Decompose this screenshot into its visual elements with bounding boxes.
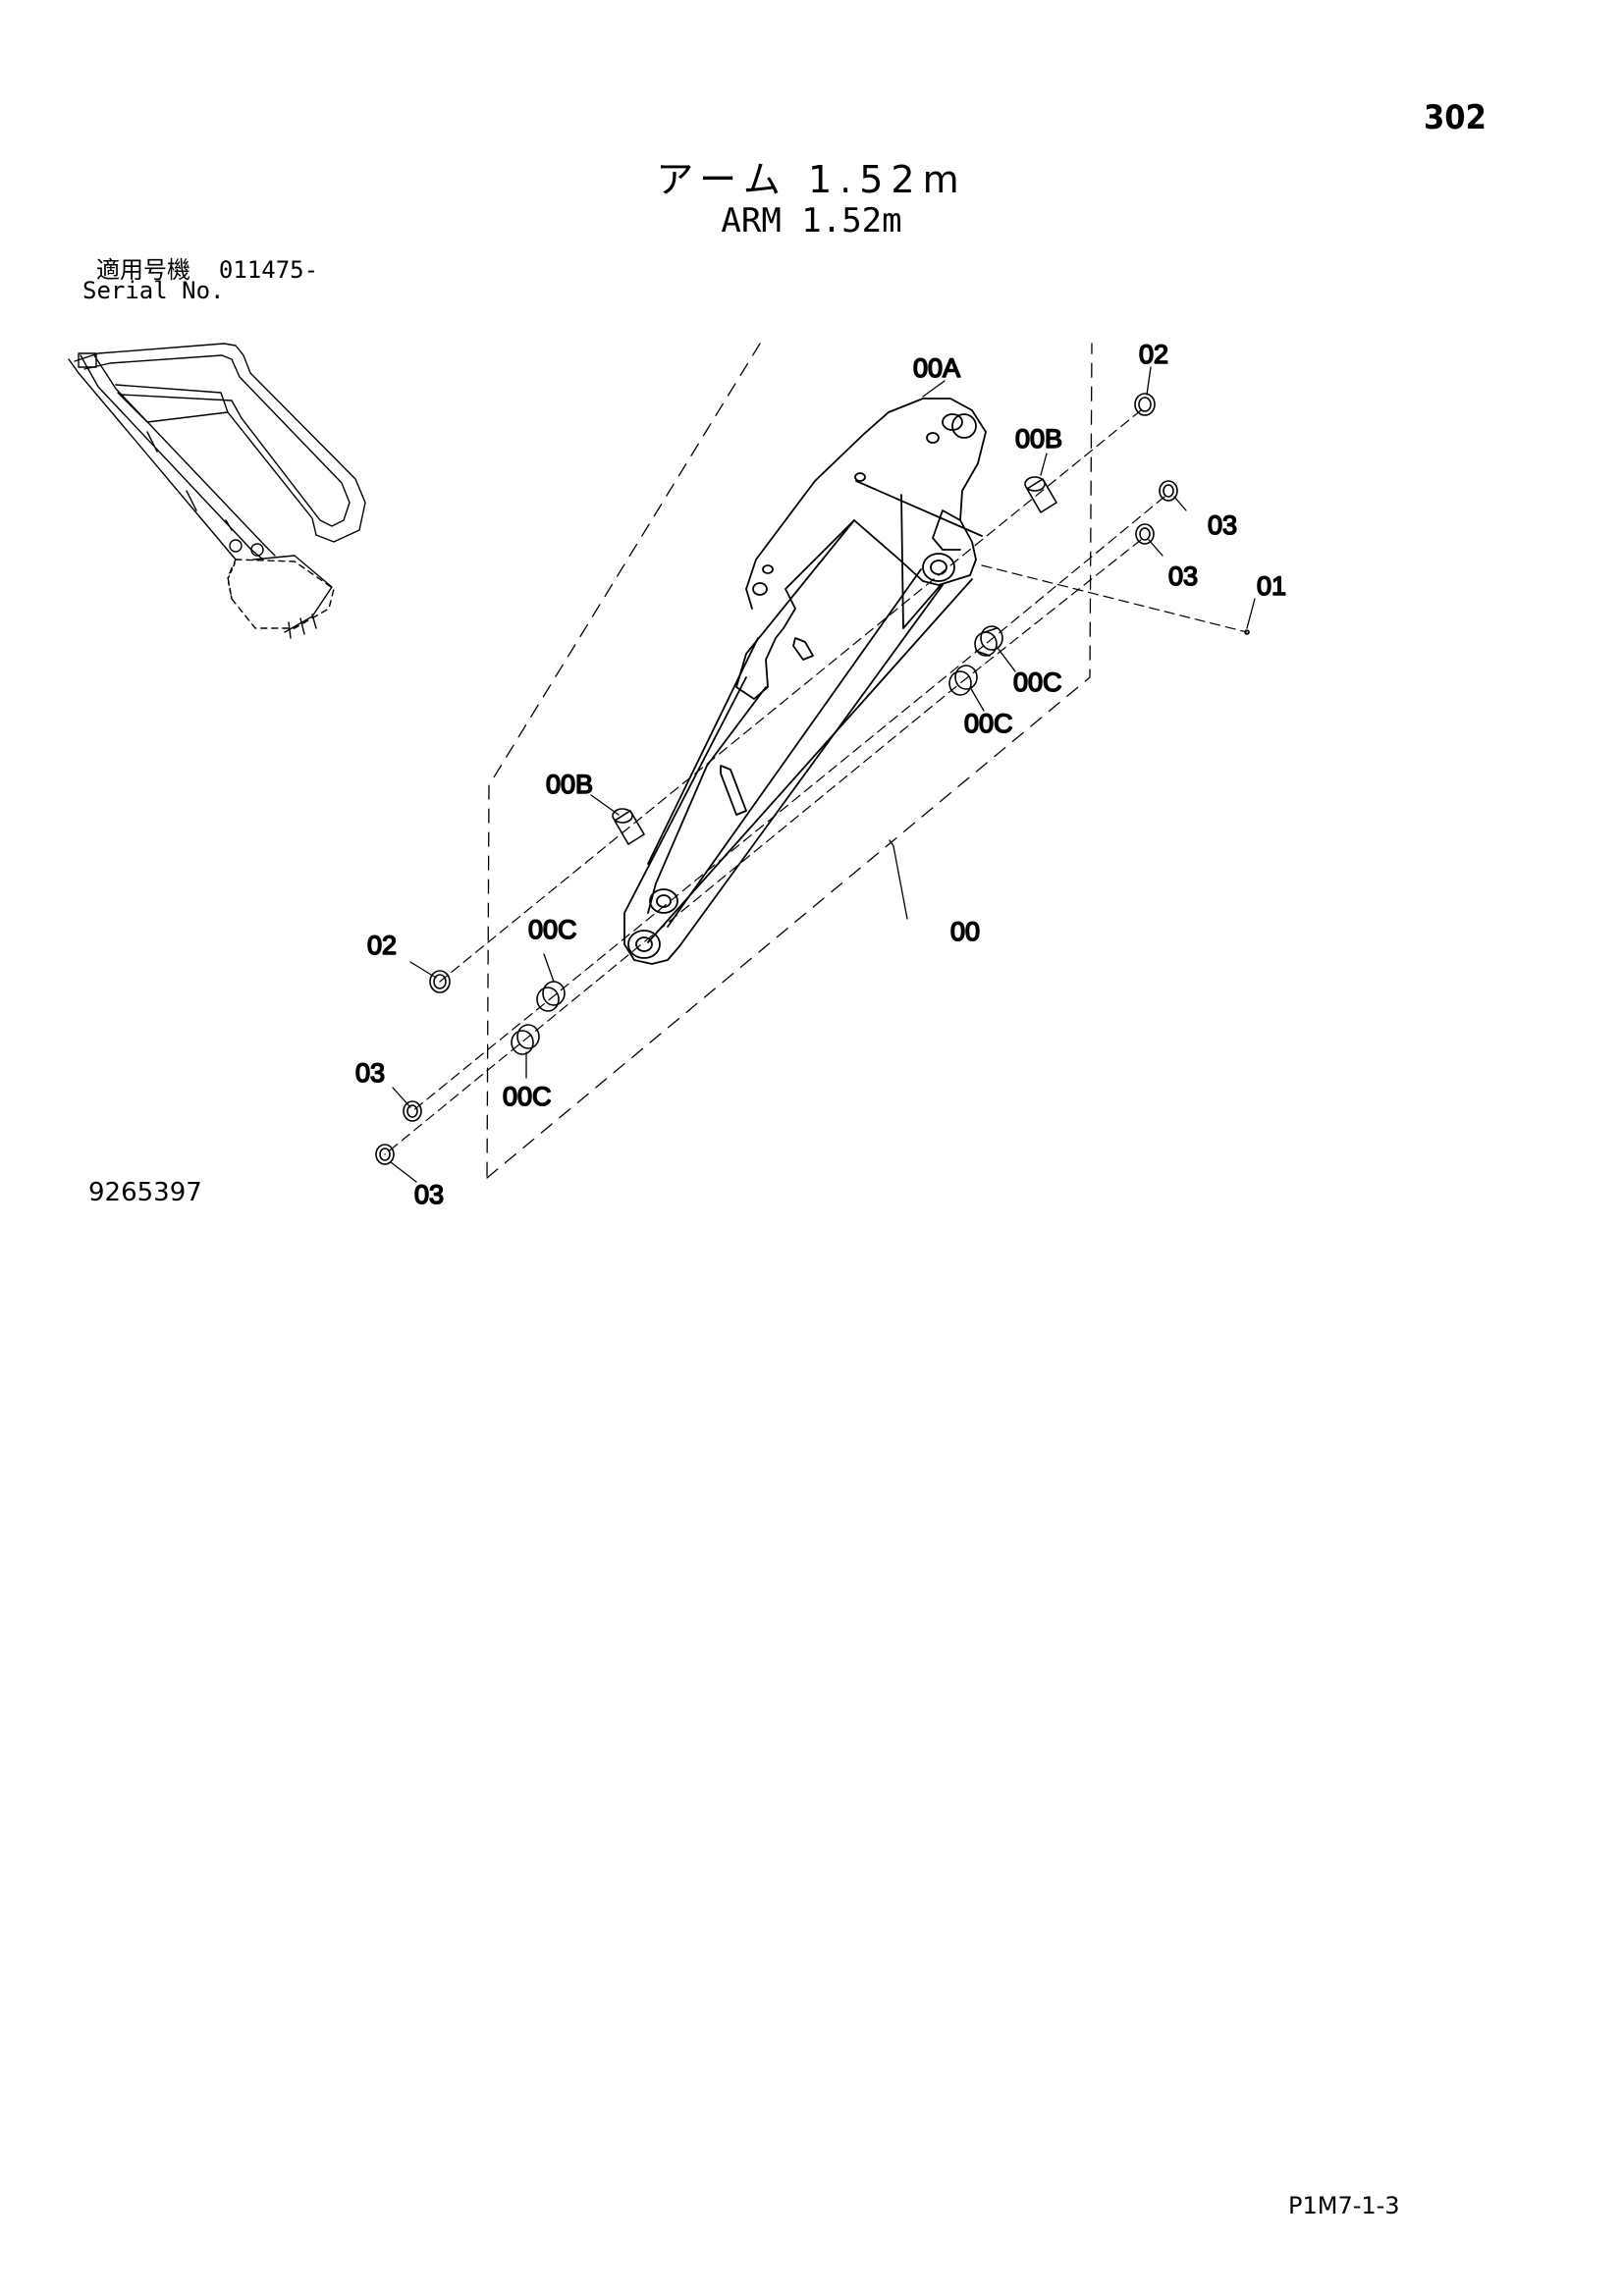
leader-lines <box>390 366 1256 1183</box>
callout-01: 01 <box>1257 571 1286 601</box>
callout-00B-left: 00B <box>546 770 593 799</box>
callout-02-top: 02 <box>1139 340 1168 369</box>
callout-00B-top: 00B <box>1015 424 1062 454</box>
ring-03-d <box>375 1144 395 1165</box>
callout-00: 00 <box>950 917 980 946</box>
callout-03-d: 03 <box>414 1180 444 1209</box>
callout-03-a: 03 <box>1208 510 1237 540</box>
callout-02-left: 02 <box>367 931 397 960</box>
bushing-00B-top <box>1024 476 1057 513</box>
callout-03-b: 03 <box>1168 561 1198 591</box>
callout-00C-b: 00C <box>964 709 1013 738</box>
drawing-number: 9265397 <box>88 1178 202 1207</box>
page-number: 302 <box>1424 98 1487 137</box>
phantom-assembly-outline <box>486 343 1093 1179</box>
bushing-00C-upper-b <box>948 665 978 696</box>
title-english: ARM 1.52m <box>721 201 902 240</box>
alignment-lines <box>384 409 1248 1155</box>
callout-00C-d: 00C <box>503 1082 552 1111</box>
callout-00C-c: 00C <box>528 915 577 944</box>
callout-03-c: 03 <box>355 1058 385 1088</box>
arm-body <box>623 398 987 965</box>
ring-03-c <box>403 1100 422 1122</box>
bushings-and-pins <box>375 393 1250 1165</box>
footer-code: P1M7-1-3 <box>1288 2192 1400 2219</box>
serial-applicability: 適用号機 011475- <box>96 250 318 285</box>
title-japanese: アーム 1.52m <box>656 158 967 201</box>
serial-value: 011475- <box>218 256 319 284</box>
bushing-00C-lower-b <box>511 1024 540 1055</box>
ring-03-a <box>1159 480 1178 502</box>
serial-label-en: Serial No. <box>82 277 225 304</box>
callout-00C-a: 00C <box>1013 667 1062 697</box>
ring-02-left <box>429 970 451 993</box>
ring-03-b <box>1135 523 1155 545</box>
excavator-locator-thumbnail <box>68 343 366 639</box>
bushing-00B-left <box>612 808 645 845</box>
ring-02-top <box>1134 393 1156 416</box>
callout-labels: 00A 02 00B 03 03 01 00C 00C 00B 00 02 00… <box>354 339 1287 1210</box>
serial-label-jp: 適用号機 <box>96 256 190 284</box>
bushing-00C-upper-a <box>974 625 1003 657</box>
callout-00A: 00A <box>913 353 960 383</box>
